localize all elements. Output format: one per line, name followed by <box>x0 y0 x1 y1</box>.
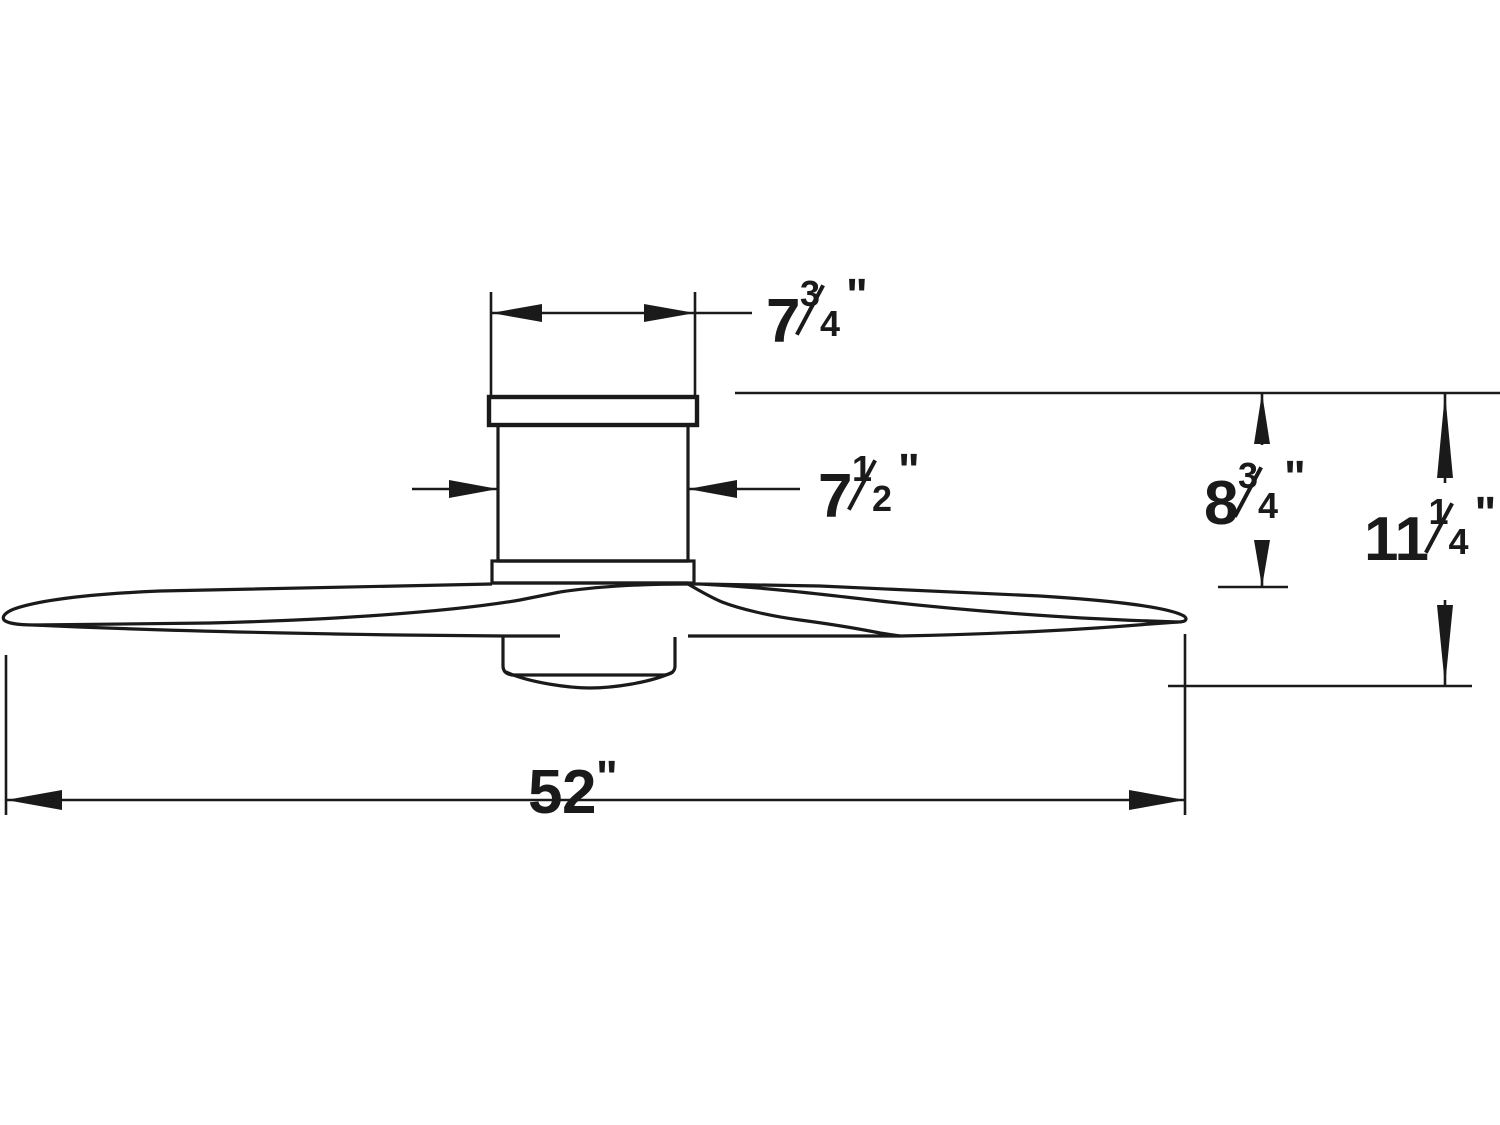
fan-blade-left <box>1 582 689 638</box>
fan-blade-right <box>687 582 1188 638</box>
dimension-blade-span <box>4 634 1187 815</box>
dim-whole-number: 7 <box>818 462 852 531</box>
dim-whole-number: 8 <box>1204 469 1238 538</box>
dim-denominator: 4 <box>819 303 840 344</box>
dim-denominator: 2 <box>871 478 892 519</box>
dim-denominator: 4 <box>1257 485 1278 526</box>
dimension-overall-height <box>1168 393 1472 688</box>
inch-mark: " <box>1474 487 1497 539</box>
inch-mark: " <box>845 269 868 321</box>
canopy-plate <box>486 394 700 428</box>
motor-housing-body <box>496 423 690 563</box>
dimension-label-blade-span: 52" <box>528 754 618 824</box>
dim-whole-number: 11 <box>1364 505 1429 574</box>
dim-whole-number: 7 <box>766 287 800 356</box>
dim-whole-number: 52 <box>528 758 596 827</box>
fan-body-group <box>1 394 1188 690</box>
inch-mark: " <box>1283 451 1306 503</box>
dimension-housing-width <box>412 480 800 498</box>
inch-mark: " <box>897 444 920 496</box>
inch-mark: " <box>595 751 618 803</box>
dimension-canopy-width <box>489 292 752 395</box>
dim-denominator: 4 <box>1448 521 1469 562</box>
bottom-cap <box>501 637 677 690</box>
housing-collar <box>490 559 696 585</box>
dimension-housing-height <box>735 391 1500 589</box>
